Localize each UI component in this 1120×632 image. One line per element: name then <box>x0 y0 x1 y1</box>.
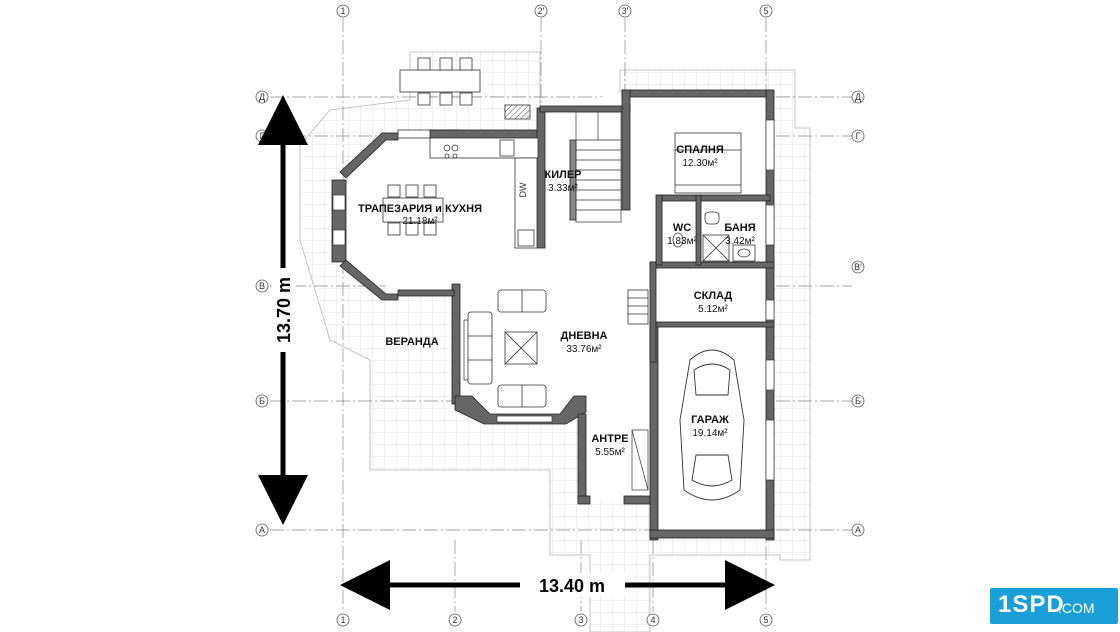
room-name-bathroom: БАНЯ <box>724 222 755 234</box>
axis-top-3p: 3' <box>622 6 629 16</box>
room-name-pantry: КИЛЕР <box>544 169 581 181</box>
axis-bottom-5: 5 <box>763 615 768 625</box>
room-area-bedroom: 12.30м² <box>682 158 718 169</box>
axis-left-a: А <box>259 525 265 535</box>
axis-markers-bottom: 1 2 3 4 5 <box>336 613 773 627</box>
axis-bottom-4: 4 <box>650 615 655 625</box>
axis-top-2p: 2' <box>538 6 545 16</box>
axis-right-a: А <box>855 525 861 535</box>
room-area-pantry: 3.33м² <box>548 183 578 194</box>
axis-right-d: Д <box>855 92 861 102</box>
windows <box>332 119 775 481</box>
room-area-living: 33.76м² <box>566 344 602 355</box>
living-furniture <box>467 289 547 408</box>
room-area-wc: 1.83м² <box>667 236 697 247</box>
outdoor-table <box>399 57 531 120</box>
room-name-dining-kitchen: ТРАПЕЗАРИЯ и КУХНЯ <box>358 203 482 215</box>
axis-left-b: Б <box>259 396 265 406</box>
room-area-entry: 5.55м² <box>595 447 625 458</box>
axis-right-vp: В' <box>854 262 862 272</box>
room-area-garage: 19.14м² <box>692 428 728 439</box>
room-name-living: ДНЕВНА <box>561 330 608 342</box>
axis-bottom-1: 1 <box>340 615 345 625</box>
room-area-storage: 5.12м² <box>698 304 728 315</box>
axis-right-b: Б <box>855 396 861 406</box>
staircase <box>575 111 622 223</box>
axis-left-d: Д <box>259 92 265 102</box>
room-name-garage: ГАРАЖ <box>691 414 729 426</box>
bath-fixtures <box>672 211 756 262</box>
room-name-storage: СКЛАД <box>694 290 733 302</box>
room-name-entry: АНТРЕ <box>591 433 628 445</box>
room-name-veranda: ВЕРАНДА <box>385 336 438 348</box>
axis-bottom-3: 3 <box>578 615 583 625</box>
axis-markers-left: Д Г В Б А <box>255 90 269 537</box>
storage-shelves <box>627 289 649 325</box>
logo-main-text: 1SPD <box>998 591 1065 618</box>
axis-bottom-2: 2 <box>452 615 457 625</box>
site-logo[interactable] <box>990 588 1118 624</box>
width-dimension: 13.40 m <box>539 576 605 596</box>
axis-right-g: Г <box>856 131 861 141</box>
entry-closet <box>631 429 649 491</box>
axis-markers-top: 1 2' 3' 5 <box>336 4 773 18</box>
axis-left-v: В <box>259 281 265 291</box>
room-name-bedroom: СПАЛНЯ <box>676 144 724 156</box>
room-area-dining-kitchen: 21.18м² <box>402 216 438 227</box>
kitchen-counter <box>429 137 539 249</box>
room-name-wc: WC <box>673 222 691 234</box>
height-dimension: 13.70 m <box>274 277 294 343</box>
room-area-bathroom: 3.42м² <box>725 236 755 247</box>
height-label-bg <box>272 268 296 352</box>
bed <box>674 132 742 194</box>
dining-table <box>382 184 444 236</box>
dishwasher-label: DW <box>518 182 528 197</box>
axis-top-5: 5 <box>763 6 768 16</box>
room-labels: ТРАПЕЗАРИЯ и КУХНЯ 21.18м² КИЛЕР 3.33м² … <box>358 144 756 458</box>
width-label-bg <box>520 573 625 597</box>
axis-top-1: 1 <box>340 6 345 16</box>
car <box>679 349 745 501</box>
axis-markers-right: Д Г В' Б А <box>851 90 865 537</box>
logo-suffix-text: .COM <box>1058 600 1095 616</box>
axis-left-g: Г <box>260 131 265 141</box>
